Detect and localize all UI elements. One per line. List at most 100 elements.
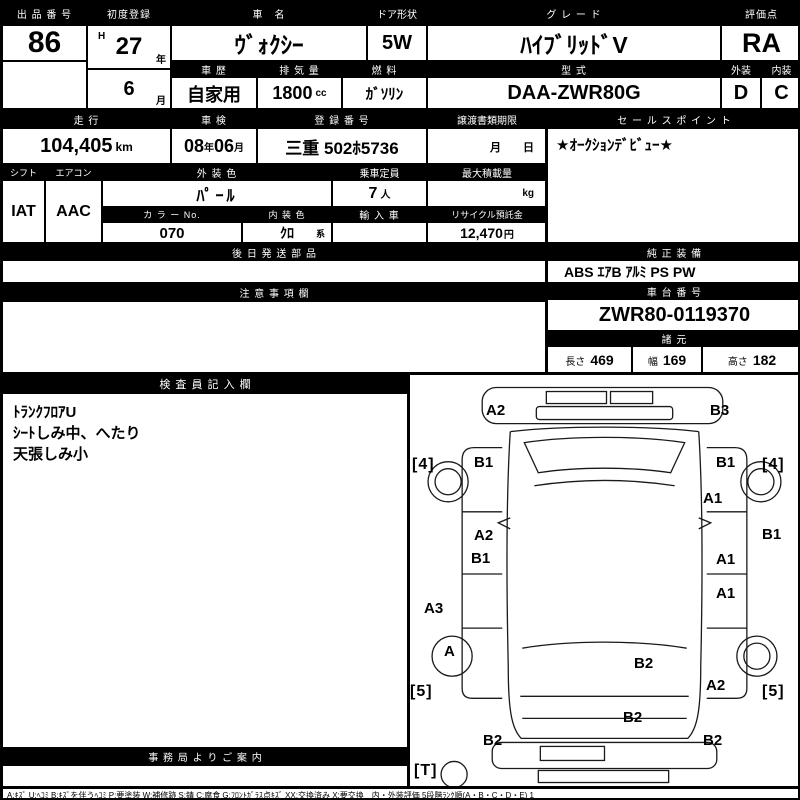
caution-notes-value <box>2 301 547 374</box>
capacity-header: 乗車定員 <box>332 165 427 180</box>
era-letter: H <box>98 31 106 42</box>
sales-point-value: ★ｵｰｸｼｮﾝﾃﾞﾋﾞｭｰ★ <box>547 128 798 244</box>
damage-mark: A2 <box>474 527 494 544</box>
registration-number-header: 登 録 番 号 <box>257 110 427 128</box>
aircon-header: エアコン <box>45 165 102 180</box>
panel-zone-label: [4] <box>762 456 785 473</box>
length-value: 469 <box>590 352 614 368</box>
imported-car-header: 輸 入 車 <box>332 207 427 222</box>
height-value: 182 <box>752 352 777 368</box>
inspector-note-line: ｼｰﾄしみ中、へたり <box>13 425 141 442</box>
damage-mark: B1 <box>762 526 782 543</box>
inspector-notes-header: 検 査 員 記 入 欄 <box>2 374 409 393</box>
divider <box>2 786 798 788</box>
damage-mark: A1 <box>703 490 723 507</box>
width-label: 幅 <box>647 356 658 368</box>
first-registration-year: H 27 年 <box>87 25 171 69</box>
displacement-header: 排 気 量 <box>257 61 342 77</box>
panel-zone-label: [5] <box>410 683 433 700</box>
legend-bar: A:ｷｽﾞ U:ﾍｺﾐ B:ｷｽﾞを伴うﾍｺﾐ P:要塗装 W:補修跡 S:錆 … <box>2 788 798 798</box>
car-history-value: 自家用 <box>171 77 257 110</box>
first-registration-month-number: 6 <box>123 78 135 100</box>
dimension-height: 高さ 182 <box>702 346 798 374</box>
transfer-deadline-value: 月 日 <box>427 128 547 165</box>
inspection-month-unit: 月 <box>234 143 245 154</box>
imported-car-value <box>332 222 427 244</box>
dimensions-header: 諸 元 <box>547 331 798 346</box>
mileage-header: 走 行 <box>2 110 171 128</box>
grade-value: ﾊｲﾌﾞﾘｯﾄﾞV <box>427 25 721 61</box>
divider <box>545 108 548 374</box>
genuine-equipment-value: ABS ｴｱB ｱﾙﾐ PS PW <box>547 260 798 284</box>
shift-value: IAT <box>2 180 45 244</box>
mileage-number: 104,405 <box>40 135 113 157</box>
genuine-equipment-header: 純 正 装 備 <box>547 244 798 260</box>
aircon-value: AAC <box>45 180 102 244</box>
displacement-value: 1800 cc <box>257 77 342 110</box>
mileage-value: 104,405 km <box>2 128 171 165</box>
recycle-deposit-unit: 円 <box>503 229 514 241</box>
inspector-note-line: ﾄﾗﾝｸﾌﾛｱU <box>13 404 77 421</box>
panel-zone-label: [5] <box>762 683 785 700</box>
grade-header: グ レ ー ド <box>427 2 721 25</box>
divider <box>407 372 410 788</box>
evaluation-score-value: RA <box>721 25 798 61</box>
model-code-header: 型 式 <box>427 61 721 77</box>
month-unit: 月 <box>156 96 166 107</box>
exterior-grade-value: D <box>721 77 761 110</box>
damage-mark: A1 <box>716 585 736 602</box>
inspector-notes-area: ﾄﾗﾝｸﾌﾛｱU ｼｰﾄしみ中、へたり天張しみ小 <box>2 393 409 748</box>
divider <box>2 372 798 375</box>
damage-mark: A2 <box>486 402 506 419</box>
first-registration-header: 初度登録 <box>87 2 171 25</box>
left-side-panel <box>461 447 503 699</box>
inspection-year-unit: 年 <box>204 143 214 154</box>
inspection-year: 08 <box>183 136 204 156</box>
evaluation-score-header: 評価点 <box>721 2 798 25</box>
interior-color-suffix: 系 <box>315 228 325 239</box>
inspection-month: 06 <box>214 136 235 156</box>
width-value: 169 <box>662 352 687 368</box>
chassis-number-value: ZWR80-0119370 <box>547 299 798 331</box>
front-bumper <box>481 386 724 425</box>
capacity-number: 7 <box>368 184 378 202</box>
recycle-deposit-value: 12,470 円 <box>427 222 547 244</box>
door-shape-value: 5W <box>367 25 427 61</box>
height-label: 高さ <box>727 356 748 368</box>
capacity-unit: 人 <box>380 190 391 201</box>
damage-mark: B2 <box>634 655 654 672</box>
damage-mark: B3 <box>710 402 730 419</box>
car-outline-svg <box>427 386 782 787</box>
damage-mark: B1 <box>474 454 494 471</box>
capacity-value: 7 人 <box>332 180 427 207</box>
fuel-value: ｶﾞｿﾘﾝ <box>342 77 427 110</box>
divider <box>2 108 798 111</box>
lot-number-header: 出 品 番 号 <box>2 2 87 25</box>
spare-tire <box>440 760 468 787</box>
exterior-color-header: 外 装 色 <box>102 165 332 180</box>
recycle-deposit-header: リサイクル預託金 <box>427 207 547 222</box>
recycle-deposit-number: 12,470 <box>460 225 503 241</box>
year-unit: 年 <box>156 55 166 66</box>
hood-windshield <box>510 426 699 487</box>
transfer-deadline-header: 譲渡書類期限 <box>427 110 547 128</box>
shift-header: シフト <box>2 165 45 180</box>
fuel-header: 燃 料 <box>342 61 427 77</box>
damage-mark: A2 <box>706 677 726 694</box>
displacement-unit: cc <box>315 88 327 99</box>
office-info-header: 事 務 局 よ り ご 案 内 <box>2 748 409 765</box>
registration-number-value: 三重 502ﾎ5736 <box>257 128 427 165</box>
max-load-header: 最大積載量 <box>427 165 547 180</box>
damage-mark: A3 <box>424 600 444 617</box>
displacement-number: 1800 <box>272 83 313 103</box>
interior-grade-header: 内装 <box>761 61 798 77</box>
lot-number-value: 86 <box>2 25 87 61</box>
sales-point-header: セ ー ル ス ポ イ ン ト <box>547 110 798 128</box>
inspector-note-line: 天張しみ小 <box>13 446 89 463</box>
damage-mark: A1 <box>716 551 736 568</box>
door-shape-header: ドア形状 <box>367 2 427 25</box>
interior-color-name: ｸﾛ <box>280 225 294 241</box>
car-history-header: 車 歴 <box>171 61 257 77</box>
first-registration-month: 6 月 <box>87 69 171 110</box>
